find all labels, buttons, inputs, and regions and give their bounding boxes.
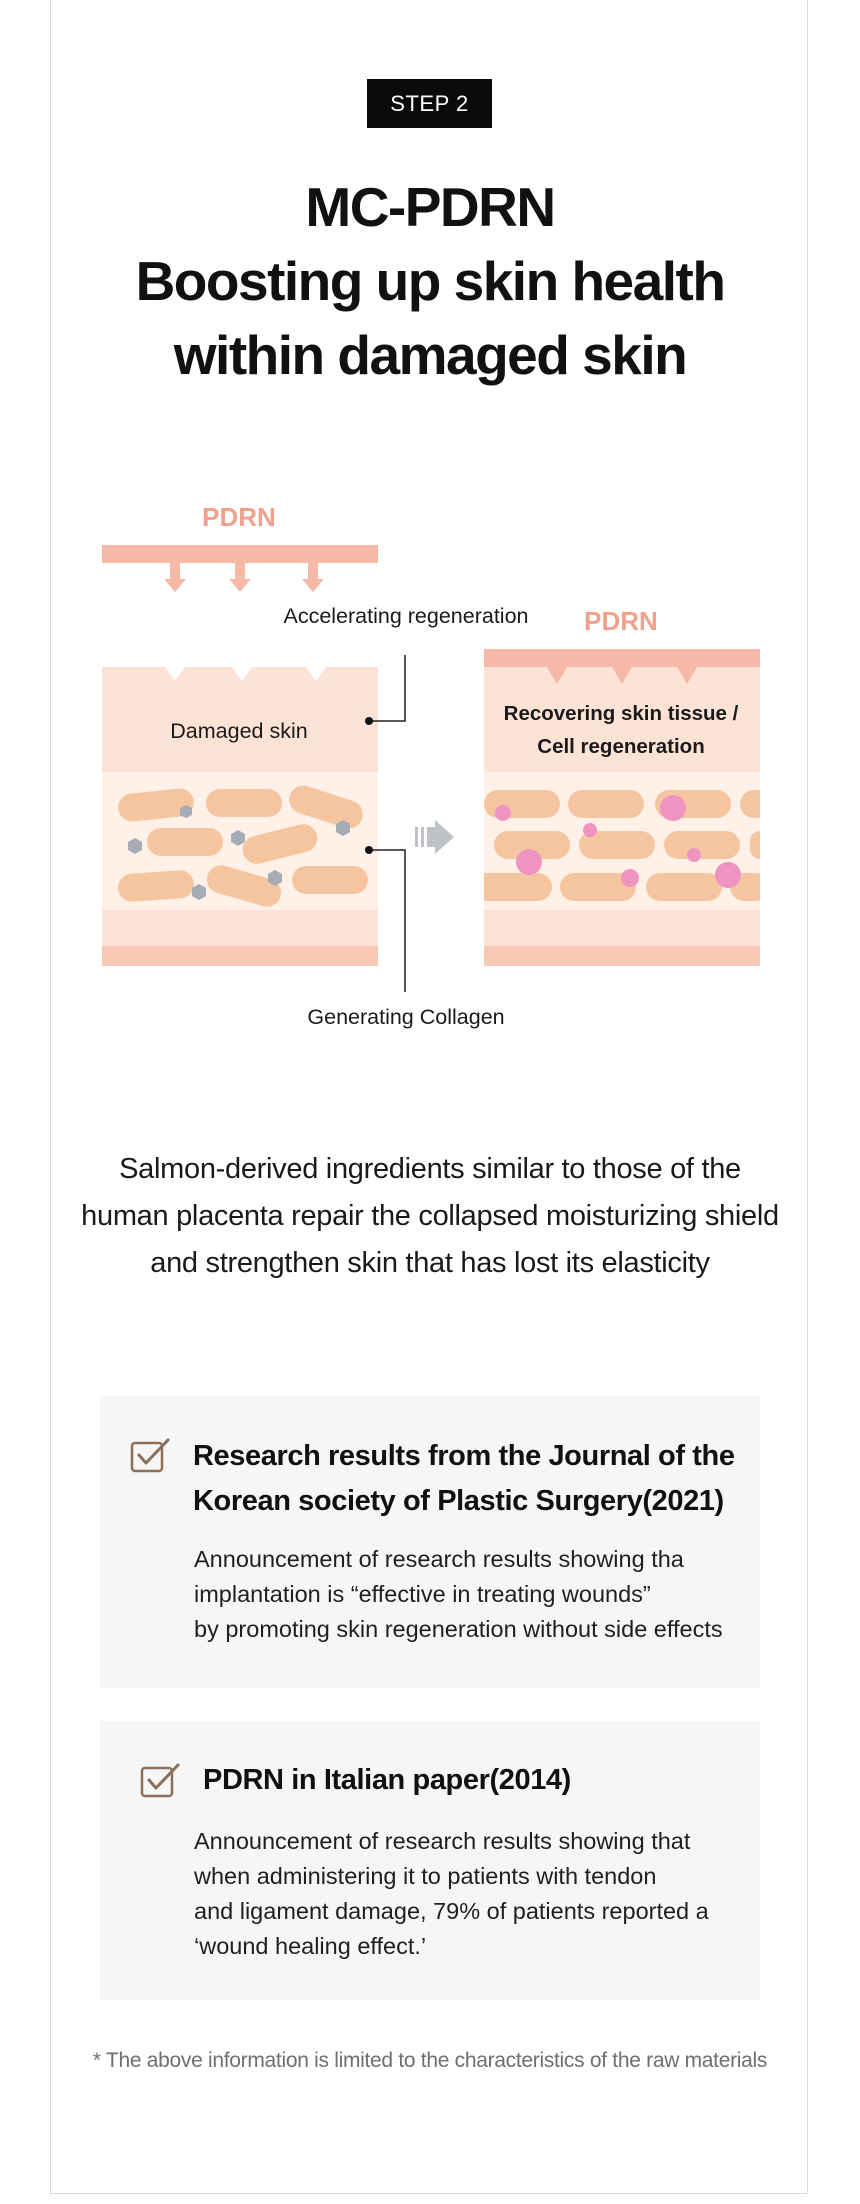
card-body-line-2: implantation is “effective in treating w…	[194, 1581, 651, 1607]
headline-line-3: within damaged skin	[173, 324, 688, 386]
connector-lines	[369, 655, 406, 992]
card-body-line-3: and ligament damage, 79% of patients rep…	[194, 1898, 709, 1924]
research-card-journal: Research results from the Journal of the…	[100, 1396, 760, 1688]
checkbox-checked-icon	[130, 1438, 170, 1473]
label-generating-collagen: Generating Collagen	[307, 1005, 504, 1029]
step-badge: STEP 2	[367, 79, 492, 128]
progress-arrow-icon	[415, 820, 454, 854]
card-title: PDRN in Italian paper(2014)	[203, 1764, 571, 1796]
label-recovering-line-1: Recovering skin tissue /	[504, 702, 739, 725]
description-line-1: Salmon-derived ingredients similar to th…	[119, 1153, 741, 1185]
headline-line-1: MC-PDRN	[305, 176, 556, 238]
label-accelerating-regeneration: Accelerating regeneration	[283, 604, 528, 628]
label-damaged-skin: Damaged skin	[170, 719, 307, 743]
card-title-line-2: Korean society of Plastic Surgery(2021)	[193, 1485, 724, 1517]
regeneration-particles	[495, 795, 741, 888]
description-line-3: and strengthen skin that has lost its el…	[150, 1247, 710, 1279]
healthy-cells	[470, 790, 770, 901]
pdrn-skin-diagram: PDRN Accelerating regeneration Damaged s…	[102, 502, 800, 1029]
right-block-clip-edge	[760, 772, 800, 910]
card-body-line-2: when administering it to patients with t…	[194, 1863, 657, 1889]
label-recovering-line-2: Cell regeneration	[537, 735, 704, 758]
pdrn-down-arrows-left	[164, 563, 324, 592]
research-card-italian-paper: PDRN in Italian paper(2014) Announcement…	[100, 1721, 760, 2000]
damaged-cells	[118, 785, 368, 907]
card-body-line-4: ‘wound healing effect.’	[194, 1933, 427, 1959]
card-body-line-1: Announcement of research results showing…	[194, 1828, 691, 1854]
card-body-line-3: by promoting skin regeneration without s…	[194, 1616, 723, 1642]
description-line-2: human placenta repair the collapsed mois…	[81, 1200, 779, 1232]
connector-dot-top	[365, 717, 373, 725]
pdrn-bar-left	[102, 545, 378, 563]
footnote: * The above information is limited to th…	[92, 2049, 768, 2072]
content-frame	[50, 0, 808, 2194]
step-badge-label: STEP 2	[390, 90, 469, 116]
pdrn-label-left: PDRN	[202, 502, 276, 532]
pdrn-label-right: PDRN	[584, 606, 658, 636]
checkbox-checked-icon	[140, 1763, 180, 1798]
card-body-line-1: Announcement of research results showing…	[194, 1546, 684, 1572]
headline-line-2: Boosting up skin health	[135, 250, 726, 312]
right-block-clip-left	[460, 772, 484, 910]
connector-dot-bottom	[365, 846, 373, 854]
card-title-line-1: Research results from the Journal of the	[193, 1440, 735, 1472]
damaged-debris-hexagons	[128, 805, 350, 900]
